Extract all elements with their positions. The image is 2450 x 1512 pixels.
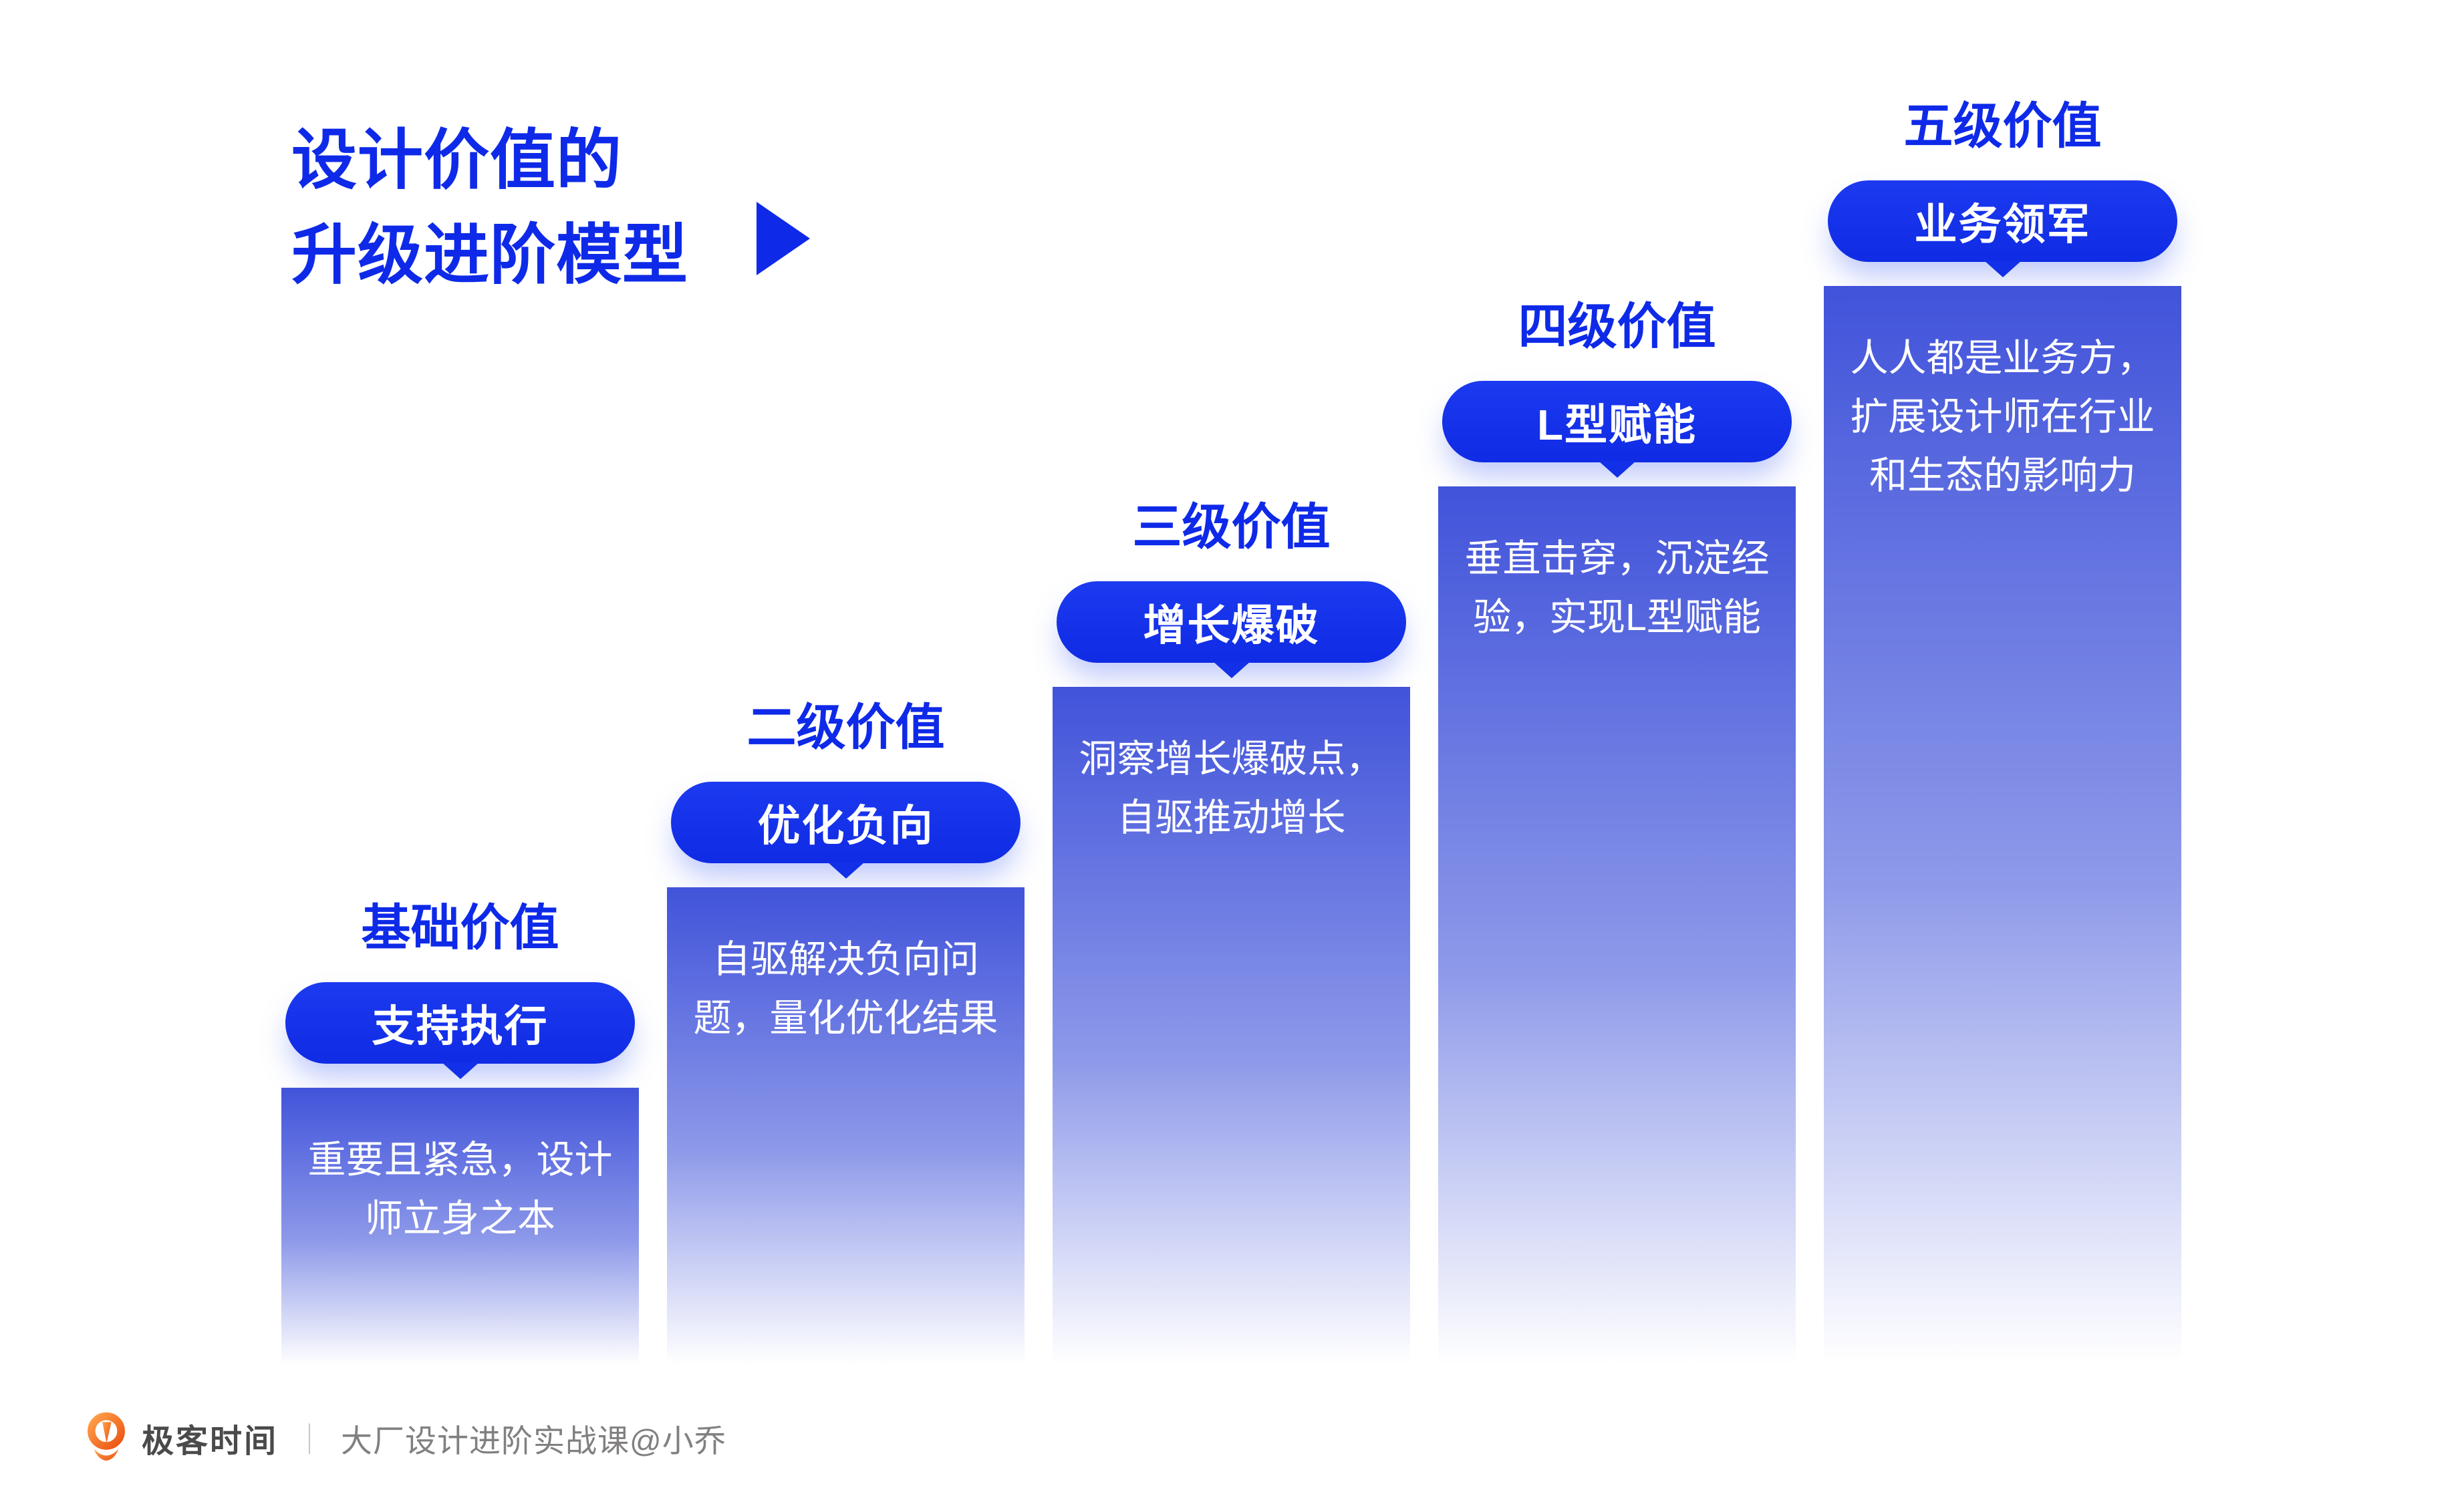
level-badge-pill: L型赋能 <box>1442 381 1792 462</box>
level-column-4: 四级价值 L型赋能 垂直击穿，沉淀经 验，实现L型赋能 <box>1438 0 1796 1512</box>
level-bar: 垂直击穿，沉淀经 验，实现L型赋能 <box>1438 486 1796 1364</box>
level-badge-label: 业务领军 <box>1914 200 2091 249</box>
page-title: 设计价值的 升级进阶模型 <box>291 123 689 291</box>
level-title: 五级价值 <box>1903 98 2102 154</box>
level-title: 四级价值 <box>1518 299 1716 354</box>
level-badge-pill: 优化负向 <box>671 782 1020 863</box>
level-column-2: 二级价值 优化负向 自驱解决负向问 题，量化优化结果 <box>667 0 1025 1512</box>
level-title: 基础价值 <box>361 900 559 955</box>
badge-tail-icon <box>1984 261 2022 277</box>
badge-tail-icon <box>1598 461 1636 478</box>
badge-tail-icon <box>827 862 865 879</box>
level-description: 垂直击穿，沉淀经 验，实现L型赋能 <box>1464 537 1770 639</box>
footer: 极客时间 ｜ 大厂设计进阶实战课@小乔 <box>86 1406 726 1470</box>
course-credit: 大厂设计进阶实战课@小乔 <box>341 1422 726 1459</box>
level-badge-label: L型赋能 <box>1536 401 1697 449</box>
level-bar: 人人都是业务方， 扩展设计师在行业 和生态的影响力 <box>1824 286 2181 1364</box>
level-bar: 自驱解决负向问 题，量化优化结果 <box>667 887 1025 1364</box>
level-badge-label: 优化负向 <box>757 802 934 850</box>
level-description: 自驱解决负向问 题，量化优化结果 <box>693 938 998 1040</box>
level-badge-label: 增长爆破 <box>1143 601 1320 649</box>
badge-tail-icon <box>1212 661 1250 678</box>
level-badge-pill: 业务领军 <box>1828 180 2177 262</box>
level-title: 二级价值 <box>746 700 945 755</box>
level-badge-label: 支持执行 <box>372 1002 549 1050</box>
level-description: 重要且紧急，设计 师立身之本 <box>307 1139 613 1240</box>
brand-name: 极客时间 <box>142 1424 279 1459</box>
badge-tail-icon <box>441 1062 479 1079</box>
level-column-1: 基础价值 支持执行 重要且紧急，设计 师立身之本 <box>281 0 639 1512</box>
level-badge-pill: 支持执行 <box>285 982 635 1064</box>
level-description: 洞察增长爆破点， 自驱推动增长 <box>1079 738 1384 839</box>
level-bar: 重要且紧急，设计 师立身之本 <box>281 1088 639 1364</box>
level-badge-pill: 增长爆破 <box>1057 581 1406 663</box>
level-bar: 洞察增长爆破点， 自驱推动增长 <box>1053 687 1410 1364</box>
level-column-3: 三级价值 增长爆破 洞察增长爆破点， 自驱推动增长 <box>1053 0 1410 1512</box>
level-title: 三级价值 <box>1132 499 1331 555</box>
footer-divider: ｜ <box>294 1422 325 1457</box>
level-column-5: 五级价值 业务领军 人人都是业务方， 扩展设计师在行业 和生态的影响力 <box>1824 0 2181 1512</box>
geektime-logo-icon <box>88 1412 125 1461</box>
level-description: 人人都是业务方， 扩展设计师在行业 和生态的影响力 <box>1850 337 2155 497</box>
